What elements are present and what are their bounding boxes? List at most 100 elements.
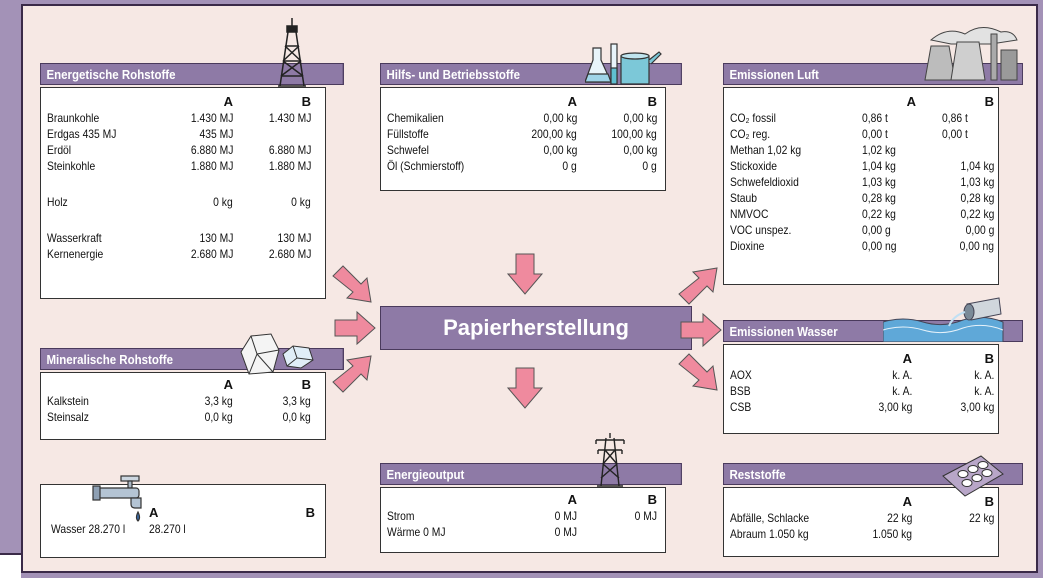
- value-a: 0 kg: [213, 195, 233, 209]
- arrow-wasser-to-process: [332, 355, 372, 393]
- value-a: 22 kg: [886, 511, 912, 525]
- row-label: Braunkohle: [47, 111, 100, 125]
- column-a-header: A: [906, 94, 916, 109]
- water-tap-icon: [92, 475, 142, 522]
- value-a: 0 MJ: [554, 525, 577, 539]
- oil-derrick-icon: [278, 18, 306, 87]
- value-b: 0,86 t: [942, 111, 968, 125]
- arrow-process-to-energieoutput: [506, 367, 544, 409]
- value-b: 0,00 kg: [623, 111, 657, 125]
- arrow-hilfs-to-process: [506, 253, 544, 295]
- value-a: 6.880 MJ: [190, 143, 233, 157]
- value-a: 0 MJ: [554, 509, 577, 523]
- column-b-header: B: [301, 94, 311, 109]
- table-row: BSB k. A. k. A.: [730, 383, 994, 399]
- value-b: 0,28 kg: [960, 191, 994, 205]
- value-a: k. A.: [891, 368, 912, 382]
- column-b-header: B: [984, 494, 994, 509]
- power-pylon-icon: [595, 433, 625, 487]
- row-label: NMVOC: [730, 207, 769, 221]
- value-a: 1,03 kg: [862, 175, 896, 189]
- row-label: Schwefeldioxid: [730, 175, 799, 189]
- value-b: 1.430 MJ: [268, 111, 311, 125]
- value-b: k. A.: [973, 384, 994, 398]
- value-b: 0,00 kg: [623, 143, 657, 157]
- value-a: 0,00 t: [862, 127, 888, 141]
- frame-corner: [0, 555, 21, 578]
- row-label: CO₂ fossil: [730, 111, 776, 125]
- value-b: 130 MJ: [277, 231, 311, 245]
- value-b: 22 kg: [968, 511, 994, 525]
- value-a: 0,00 kg: [543, 143, 577, 157]
- section-title: Energetische Rohstoffe: [40, 63, 344, 85]
- row-label: BSB: [730, 384, 751, 398]
- row-label: AOX: [730, 368, 752, 382]
- value-a: 0,00 ng: [862, 239, 897, 253]
- value-b: 0,0 kg: [282, 410, 311, 424]
- column-a-header: A: [902, 494, 912, 509]
- arrow-process-to-emissionen-luft: [678, 267, 718, 305]
- column-a-header: A: [902, 351, 912, 366]
- value-a: 0,00 g: [862, 223, 891, 237]
- row-label: Kalkstein: [47, 394, 89, 408]
- value-b: 1.880 MJ: [268, 159, 311, 173]
- value-b: 100,00 kg: [611, 127, 657, 141]
- value-b: 0 MJ: [634, 509, 657, 523]
- row-label: Staub: [730, 191, 757, 205]
- column-a-header: A: [567, 492, 577, 507]
- section-title: Energieoutput: [380, 463, 682, 485]
- row-label: Kernenergie: [47, 247, 104, 261]
- value-b: 0 kg: [291, 195, 311, 209]
- value-a: 1,04 kg: [862, 159, 896, 173]
- value-b: 0,22 kg: [960, 207, 994, 221]
- value-a: k. A.: [891, 384, 912, 398]
- value-b: k. A.: [973, 368, 994, 382]
- value-b: 0,00 ng: [959, 239, 994, 253]
- column-a-header: A: [567, 94, 577, 109]
- value-a: 0,28 kg: [862, 191, 896, 205]
- value-a: 0,0 kg: [204, 410, 233, 424]
- value-a: 1.880 MJ: [190, 159, 233, 173]
- value-a: 1,02 kg: [862, 143, 896, 157]
- value-a: 200,00 kg: [531, 127, 577, 141]
- process-label: Papierherstellung: [443, 315, 629, 340]
- arrow-energetische-to-process: [332, 265, 372, 303]
- row-label: Dioxine: [730, 239, 765, 253]
- factory-water-outflow-icon: [883, 297, 1004, 342]
- row-label: Erdgas 435 MJ: [47, 127, 117, 141]
- row-label: Wärme 0 MJ: [387, 525, 446, 539]
- row-label: Abraum 1.050 kg: [730, 527, 809, 541]
- row-label: Öl (Schmierstoff): [387, 159, 465, 173]
- arrow-mineralische-to-process: [334, 310, 376, 346]
